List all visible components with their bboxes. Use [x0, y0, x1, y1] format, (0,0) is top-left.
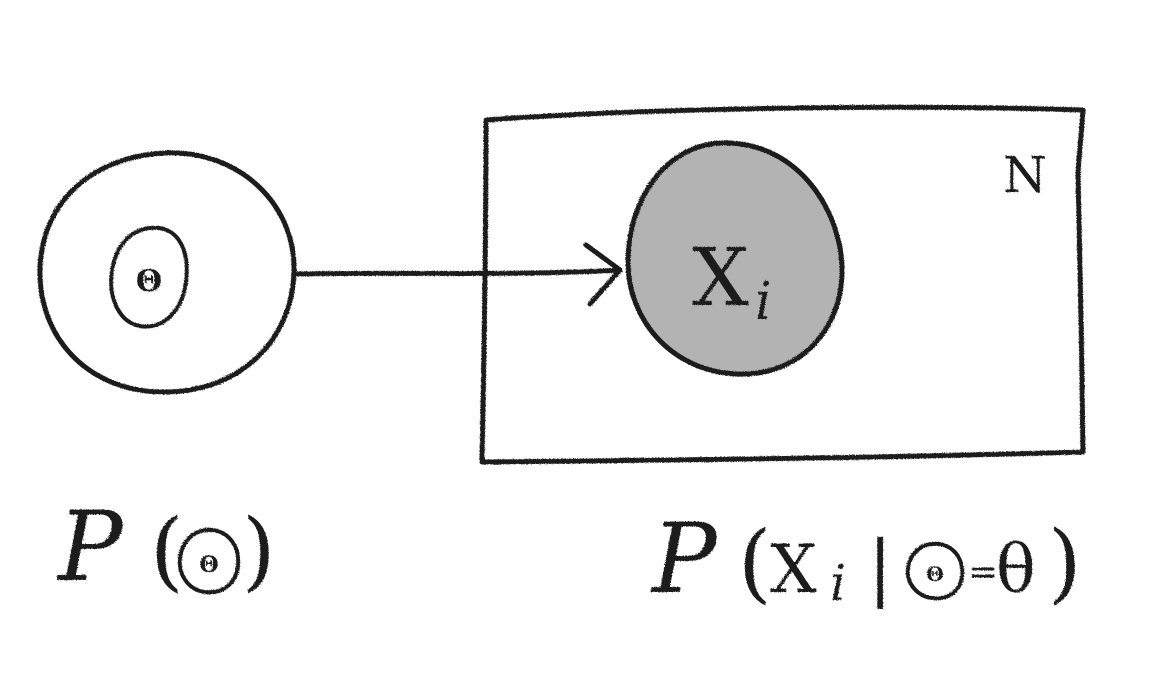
likelihood-open-paren: (: [738, 513, 772, 613]
prior-open-paren: (: [150, 501, 184, 601]
likelihood-x-subscript: i: [830, 554, 846, 612]
x-node-circle: [625, 140, 845, 377]
likelihood-close-paren: ): [1048, 513, 1082, 613]
likelihood-x: X: [770, 531, 817, 608]
plate-rectangle: [479, 104, 1086, 465]
prior-formula: P ( Θ ): [56, 491, 276, 603]
prior-script-p: P: [56, 491, 124, 603]
theta-node-label: Θ: [136, 264, 162, 299]
prior-theta: Θ: [199, 552, 218, 578]
arrowhead-icon: [583, 242, 623, 307]
likelihood-bar: |: [868, 525, 892, 609]
likelihood-formula: P ( X i | Θ = θ ): [650, 503, 1082, 615]
likelihood-script-p: P: [650, 503, 718, 615]
likelihood-theta: Θ: [926, 562, 943, 586]
likelihood-equals: =: [968, 552, 998, 593]
theta-node-circle: [37, 150, 297, 395]
edge-theta-to-x-line: [295, 267, 623, 277]
prior-close-paren: ): [242, 501, 276, 601]
plate-label: N: [1003, 146, 1047, 204]
theta-node-symbol: [109, 225, 189, 329]
likelihood-theta-value: θ: [996, 531, 1036, 608]
